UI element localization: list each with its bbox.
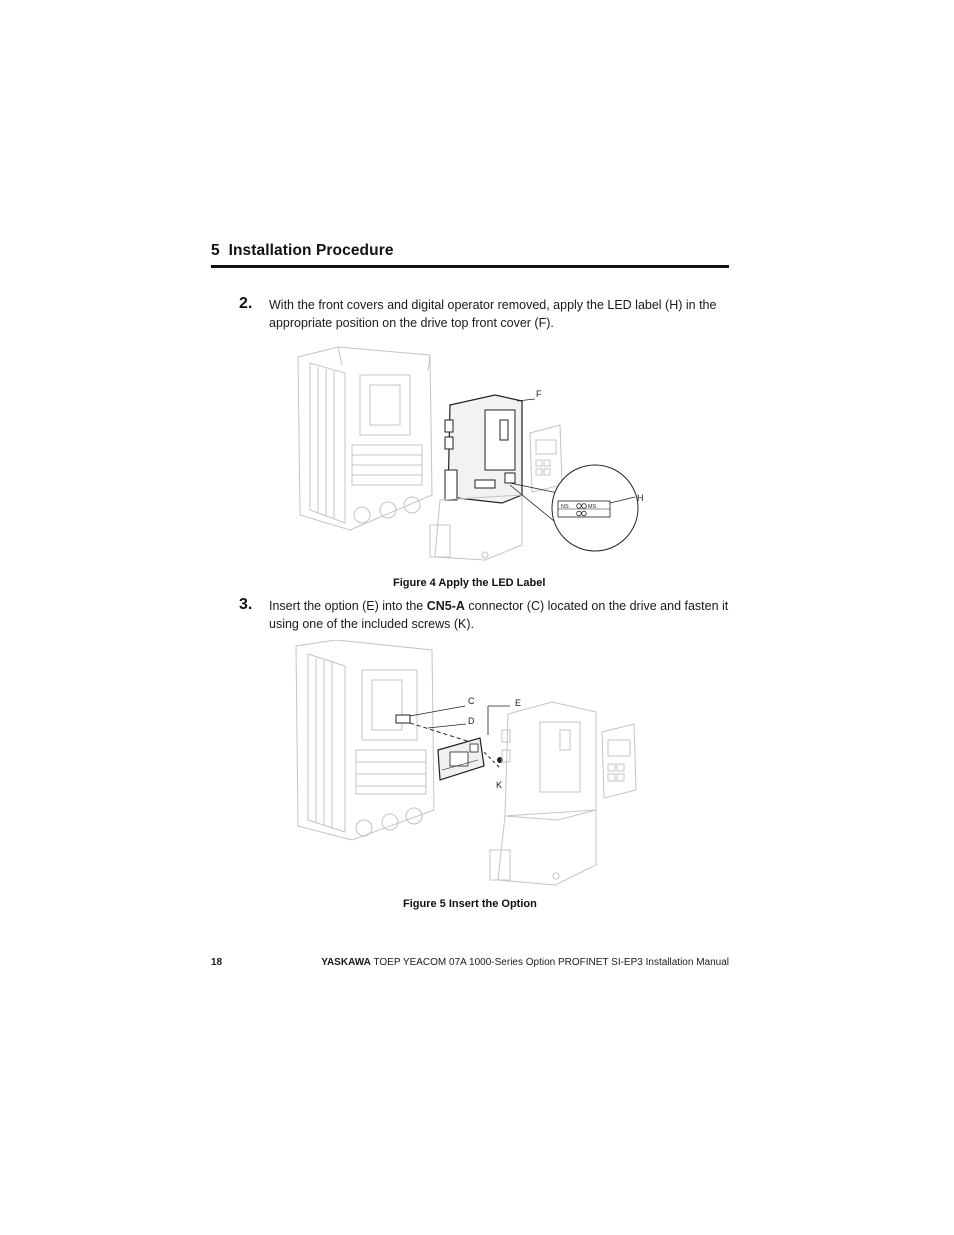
figure-5-caption: Figure 5 Insert the Option [403,898,537,910]
page-number: 18 [211,957,223,968]
digital-operator-ghost [529,424,563,493]
callout-c-leader [409,705,466,717]
callout-f-leader [516,398,536,402]
step-3-text-before: Insert the option (E) into the [269,599,427,613]
step-2-line-2: appropriate position on the drive top fr… [269,316,554,330]
bottom-cover-ghost [429,494,523,561]
drive-body-ghost [297,346,433,531]
led-label-ns: NS [561,504,569,510]
section-title-text: Installation Procedure [228,242,394,259]
step-3-connector-name: CN5-A [426,599,465,613]
callout-h-label: H [637,493,644,503]
digital-operator-ghost [601,723,637,799]
section-title: 5 Installation Procedure [211,242,394,260]
figure-4-illustration: F NS MS H [290,345,650,575]
front-cover [444,394,523,504]
step-number-2: 2. [239,295,253,312]
step-2-text: With the front covers and digital operat… [269,296,739,332]
step-3-text-after: connector (C) located on the drive and f… [464,599,729,613]
footer-title: YASKAWA TOEP YEACOM 07A 1000-Series Opti… [321,957,729,968]
footer-manual-title: TOEP YEACOM 07A 1000-Series Option PROFI… [370,957,729,968]
step-3-line-1: Insert the option (E) into the CN5-A con… [269,597,739,615]
step-3-text: Insert the option (E) into the CN5-A con… [269,597,739,633]
callout-k-label: K [496,780,502,790]
callout-d-leader [427,723,467,729]
figure-5-svg: C D K E [295,640,637,886]
led-label-ms: MS [588,504,597,510]
step-2-line-1: With the front covers and digital operat… [269,298,717,312]
callout-c-label: C [468,696,475,706]
option-board [437,737,485,781]
led-ns-1-icon [576,503,582,509]
connector-cn5a [395,714,411,724]
led-label: NS MS [557,500,611,518]
figure-4-svg: F NS MS H [297,346,644,561]
screw-path [479,747,501,769]
drive-body-ghost [295,640,435,841]
section-rule [211,265,729,268]
footer-brand: YASKAWA [321,957,371,968]
step-number-3: 3. [239,596,253,613]
figure-4-caption: Figure 4 Apply the LED Label [393,577,546,589]
step-3-line-2: using one of the included screws (K). [269,617,474,631]
led-bottom-1-icon [576,510,582,517]
front-cover-ghost [489,701,597,886]
led-bottom-2-icon [581,510,587,517]
callout-f-label: F [536,389,542,399]
callout-h-leader [609,496,636,504]
magnifier-leader-top [509,482,559,494]
callout-d-label: D [468,716,475,726]
led-ns-2-icon [581,503,587,509]
section-number: 5 [211,242,220,259]
magnifier-leader-bottom [509,484,555,522]
insertion-path [409,722,481,746]
figure-5-illustration: C D K E [290,640,650,895]
callout-e-label: E [515,698,521,708]
